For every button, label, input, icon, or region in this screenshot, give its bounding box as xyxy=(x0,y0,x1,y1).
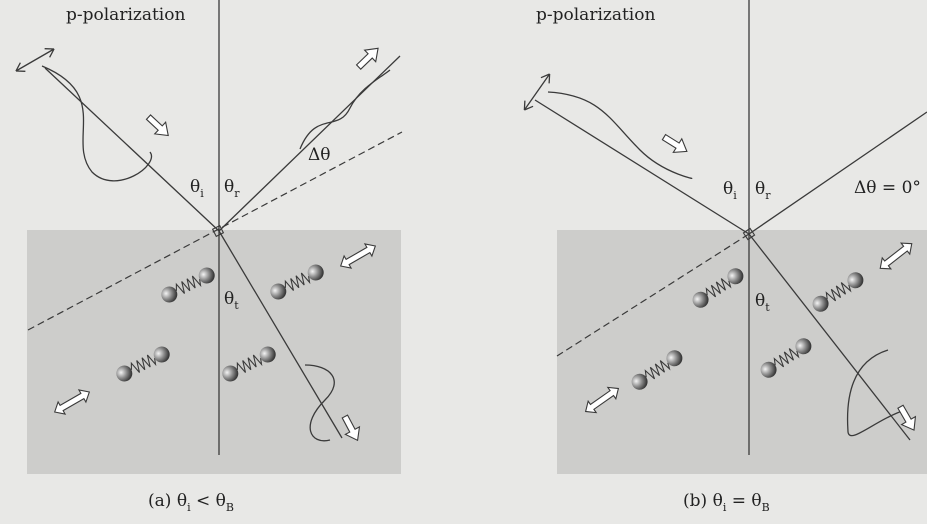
reflected-wave xyxy=(299,69,391,150)
dielectric-medium xyxy=(557,230,927,474)
deviation-angle-label: Δθ xyxy=(308,145,331,165)
panel-a: p-polarization θi θr θt Δθ (a) θi < θB xyxy=(15,0,403,514)
incident-ray xyxy=(534,99,750,235)
angle-reflected-label: θr xyxy=(224,177,240,200)
angle-incident-label: θi xyxy=(723,179,737,202)
panel-title: p-polarization xyxy=(536,5,655,25)
brewster-reference-dashed-line xyxy=(27,131,403,331)
angle-transmitted-label: θt xyxy=(224,289,239,312)
deviation-angle-label: Δθ = 0° xyxy=(854,178,921,198)
oscillation-double-arrow xyxy=(339,243,377,269)
dipole-oscillator xyxy=(270,264,324,300)
transmitted-wave xyxy=(304,364,335,442)
transmitted-wave xyxy=(846,349,906,437)
panel-b: p-polarization θi θr θt Δθ = 0° (b) θi =… xyxy=(523,0,927,514)
polarization-double-arrow-incident xyxy=(15,48,55,72)
angle-reflected-label: θr xyxy=(755,179,771,202)
dipole-oscillator xyxy=(116,346,170,382)
oscillation-double-arrow xyxy=(584,386,620,414)
incident-ray xyxy=(44,67,220,232)
dipole-oscillator xyxy=(692,268,744,308)
angle-transmitted-label: θt xyxy=(755,291,770,314)
dipole-oscillator xyxy=(631,350,683,390)
propagation-arrow-incident xyxy=(661,133,688,153)
right-angle-marker xyxy=(742,227,756,241)
panel-title: p-polarization xyxy=(66,5,185,25)
incident-wave xyxy=(547,91,693,180)
incident-wave xyxy=(41,65,153,182)
transmitted-ray xyxy=(748,233,911,441)
panel-caption: (a) θi < θB xyxy=(148,491,234,514)
propagation-arrow-incident xyxy=(145,114,169,137)
angle-incident-label: θi xyxy=(190,177,204,200)
propagation-arrow-transmitted xyxy=(341,414,361,442)
brewster-reference-dashed-line xyxy=(556,233,750,357)
dipole-oscillator xyxy=(812,272,864,312)
reflected-ray xyxy=(748,111,927,235)
panel-caption: (b) θi = θB xyxy=(683,491,770,514)
dipole-oscillator xyxy=(760,338,812,378)
oscillation-double-arrow xyxy=(879,242,913,270)
dipole-oscillator xyxy=(222,346,276,382)
right-angle-marker xyxy=(211,224,225,238)
propagation-arrow-reflected xyxy=(355,47,379,70)
dipole-oscillator xyxy=(161,267,215,303)
propagation-arrow-transmitted xyxy=(897,404,917,431)
oscillation-double-arrow xyxy=(53,389,91,415)
polarization-double-arrow-incident xyxy=(523,73,551,111)
